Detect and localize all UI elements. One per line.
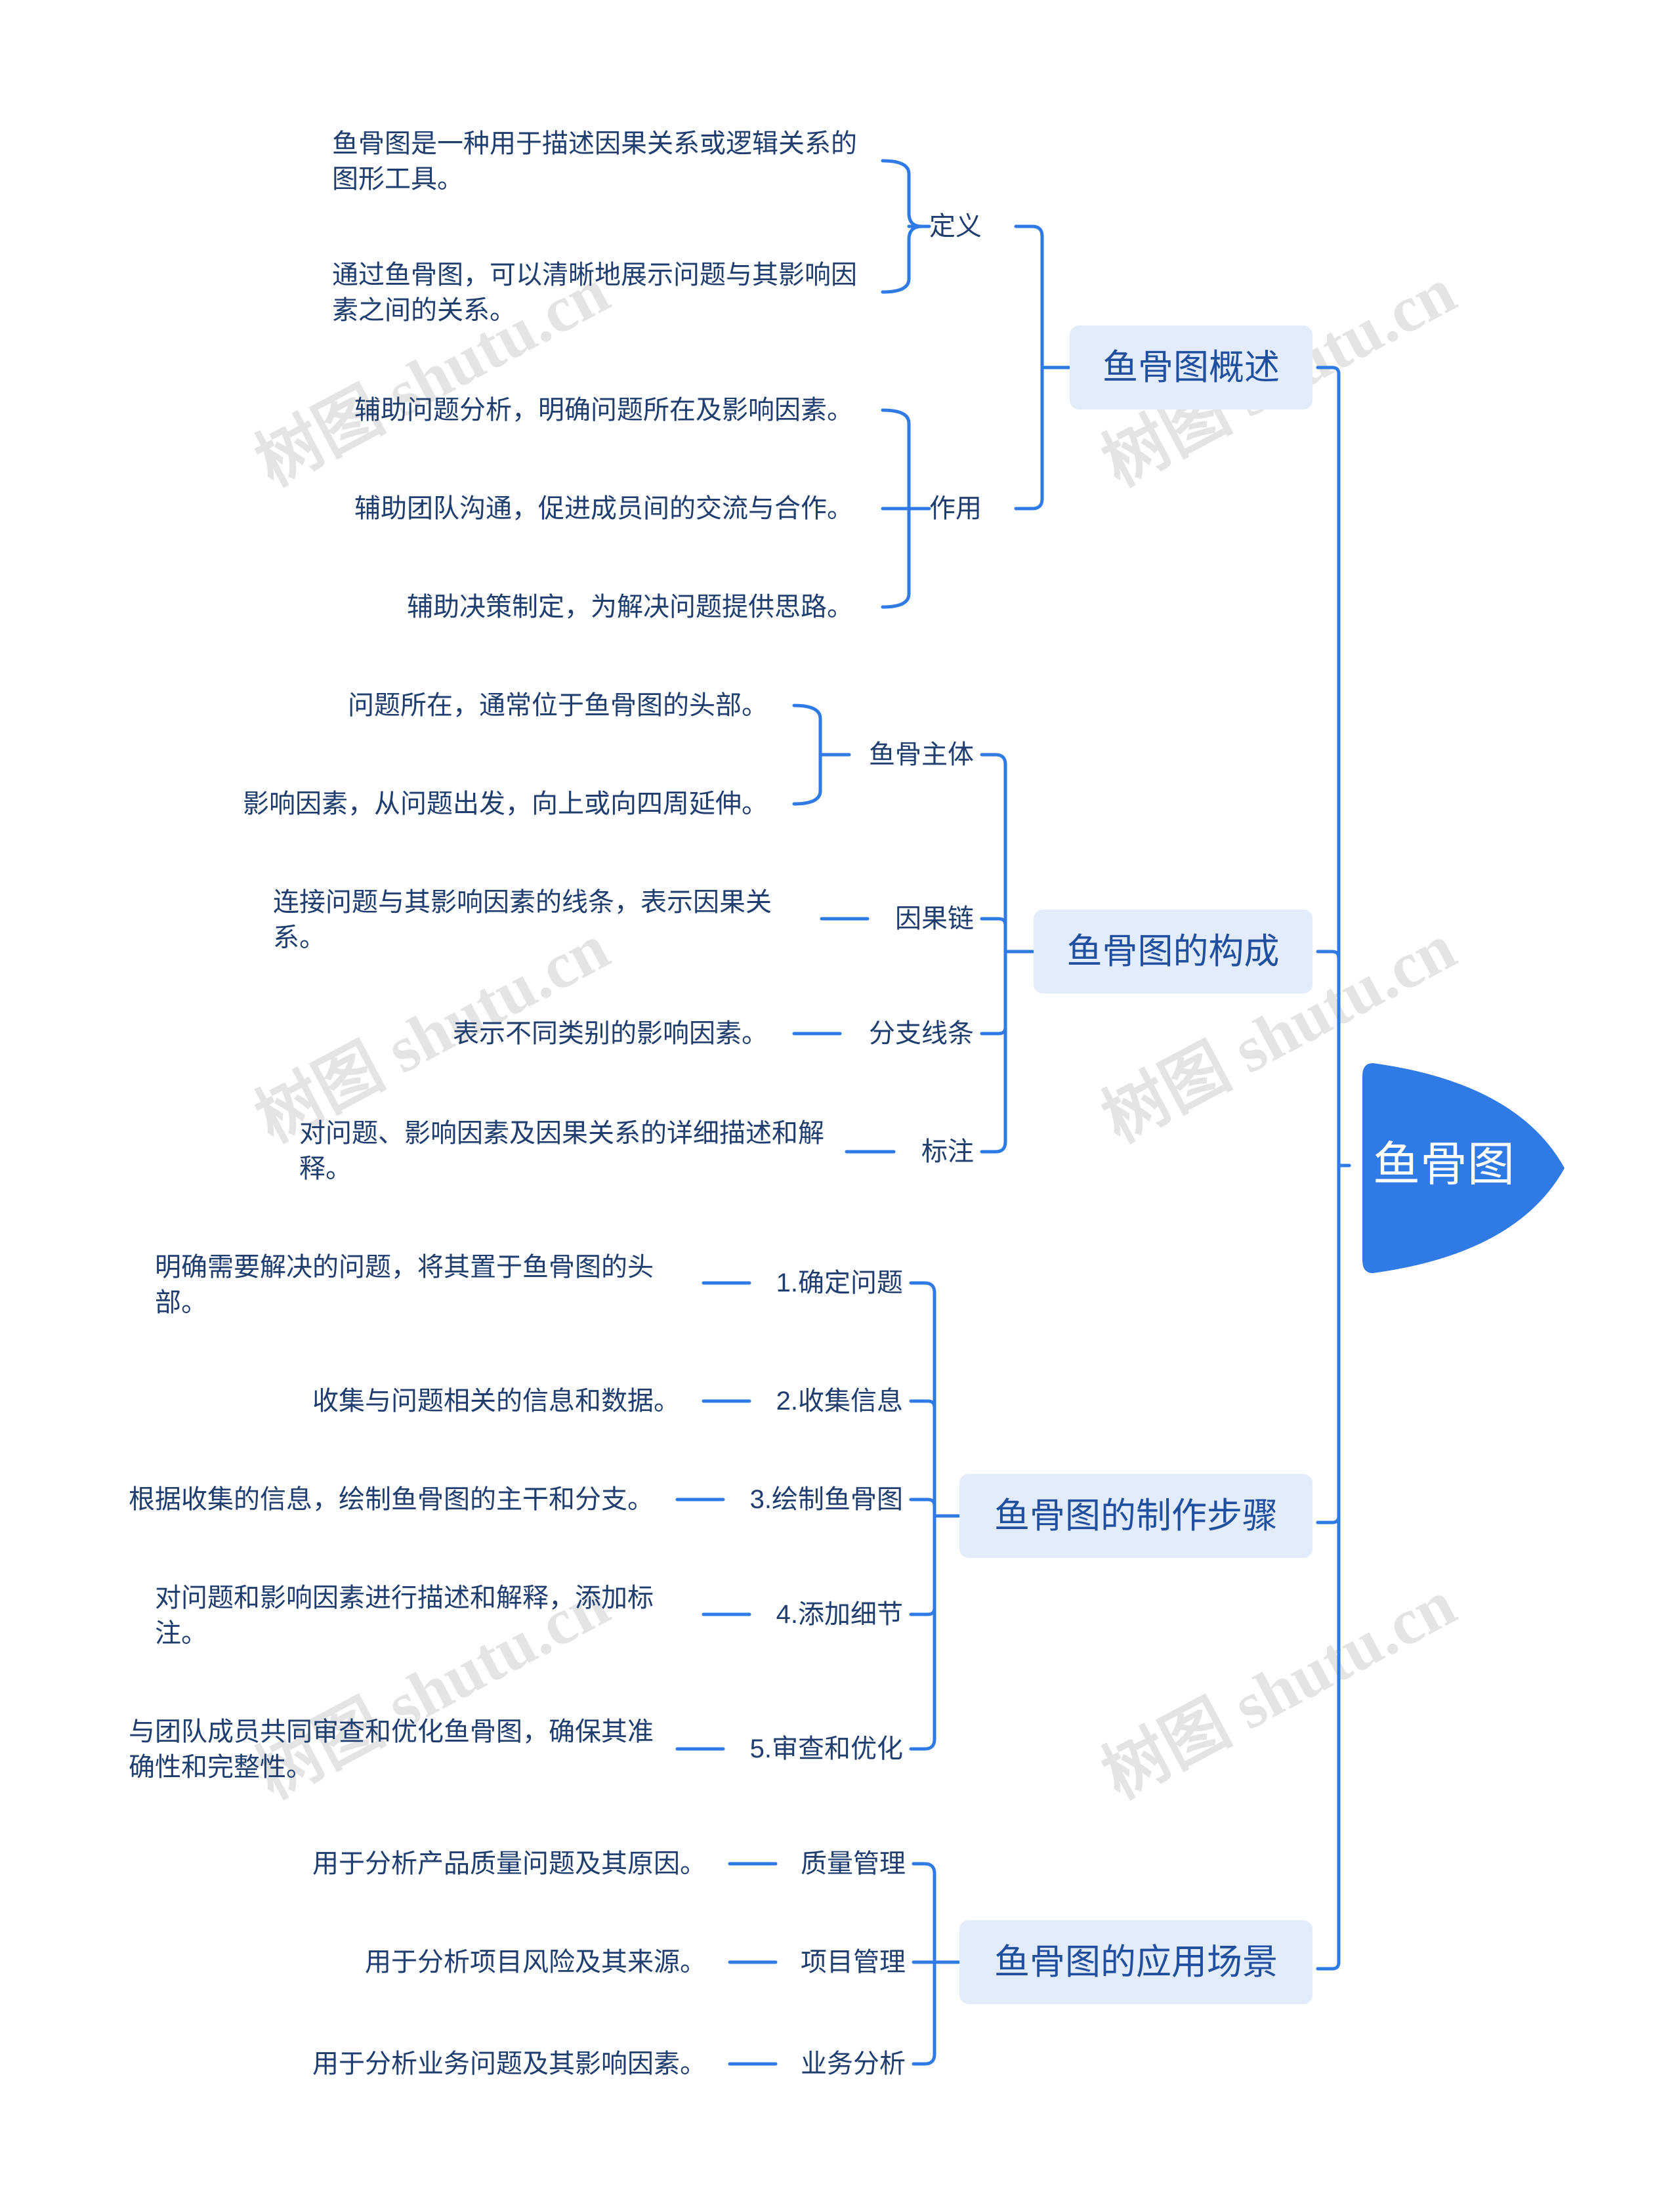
node-step-2[interactable]: 2.收集信息 (776, 1387, 903, 1416)
node-step-4[interactable]: 4.添加细节 (776, 1600, 903, 1629)
branch-steps[interactable]: 鱼骨图的制作步骤 (959, 1474, 1312, 1558)
node-fishbone-body[interactable]: 鱼骨主体 (869, 740, 974, 769)
leaf-fishbone-body-1: 问题所在，通常位于鱼骨图的头部。 (348, 691, 768, 720)
branch-applications[interactable]: 鱼骨图的应用场景 (959, 1920, 1312, 2004)
leaf-step-4: 对问题和影响因素进行描述和解释，添加标注。 (155, 1584, 654, 1648)
connector-applications (912, 1862, 961, 2066)
leaf-cause-chain-1: 连接问题与其影响因素的线条，表示因果关系。 (273, 888, 772, 952)
leaf-step-3: 根据收集的信息，绘制鱼骨图的主干和分支。 (129, 1485, 654, 1514)
leaf-role-1: 辅助问题分析，明确问题所在及影响因素。 (354, 396, 853, 425)
node-quality[interactable]: 质量管理 (801, 1849, 906, 1878)
trunk-connector (1316, 366, 1351, 1971)
connector-definition (881, 159, 931, 294)
leaf-branch-lines-1: 表示不同类别的影响因素。 (453, 1019, 768, 1048)
leaf-quality: 用于分析产品质量问题及其原因。 (312, 1849, 706, 1878)
node-annotation[interactable]: 标注 (921, 1137, 974, 1166)
root-node-shape (1362, 1063, 1564, 1273)
node-role[interactable]: 作用 (929, 494, 982, 523)
node-step-5[interactable]: 5.审查和优化 (749, 1734, 903, 1763)
connector-role (881, 408, 931, 609)
node-step-3[interactable]: 3.绘制鱼骨图 (749, 1485, 903, 1514)
connector-steps (909, 1281, 961, 1751)
branch-overview[interactable]: 鱼骨图概述 (1070, 326, 1312, 410)
leaf-definition-1: 鱼骨图是一种用于描述因果关系或逻辑关系的图形工具。 (332, 129, 857, 194)
node-definition[interactable]: 定义 (929, 212, 982, 241)
leaf-role-2: 辅助团队沟通，促进成员间的交流与合作。 (354, 494, 853, 523)
connector-fishbone-body (792, 704, 851, 806)
leaf-fishbone-body-2: 影响因素，从问题出发，向上或向四周延伸。 (243, 789, 768, 818)
node-step-1[interactable]: 1.确定问题 (776, 1269, 903, 1297)
leaf-definition-2: 通过鱼骨图，可以清晰地展示问题与其影响因素之间的关系。 (332, 261, 857, 325)
leaf-annotation-1: 对问题、影响因素及因果关系的详细描述和解释。 (299, 1119, 824, 1183)
branch-composition[interactable]: 鱼骨图的构成 (1034, 910, 1312, 994)
leaf-project: 用于分析项目风险及其来源。 (365, 1948, 706, 1977)
leaf-step-5: 与团队成员共同审查和优化鱼骨图，确保其准确性和完整性。 (129, 1717, 654, 1782)
node-cause-chain[interactable]: 因果链 (895, 904, 974, 933)
node-branch-lines[interactable]: 分支线条 (869, 1019, 974, 1048)
node-business[interactable]: 业务分析 (801, 2049, 906, 2078)
leaf-step-1: 明确需要解决的问题，将其置于鱼骨图的头部。 (155, 1253, 654, 1317)
connector-overview (1014, 224, 1072, 511)
connector-composition (980, 753, 1036, 1154)
leaf-business: 用于分析业务问题及其影响因素。 (312, 2049, 706, 2078)
root-node[interactable]: 鱼骨图 (1372, 1139, 1515, 1191)
leaf-role-3: 辅助决策制定，为解决问题提供思路。 (407, 593, 853, 621)
leaf-step-2: 收集与问题相关的信息和数据。 (312, 1387, 680, 1416)
node-project[interactable]: 项目管理 (801, 1948, 906, 1977)
